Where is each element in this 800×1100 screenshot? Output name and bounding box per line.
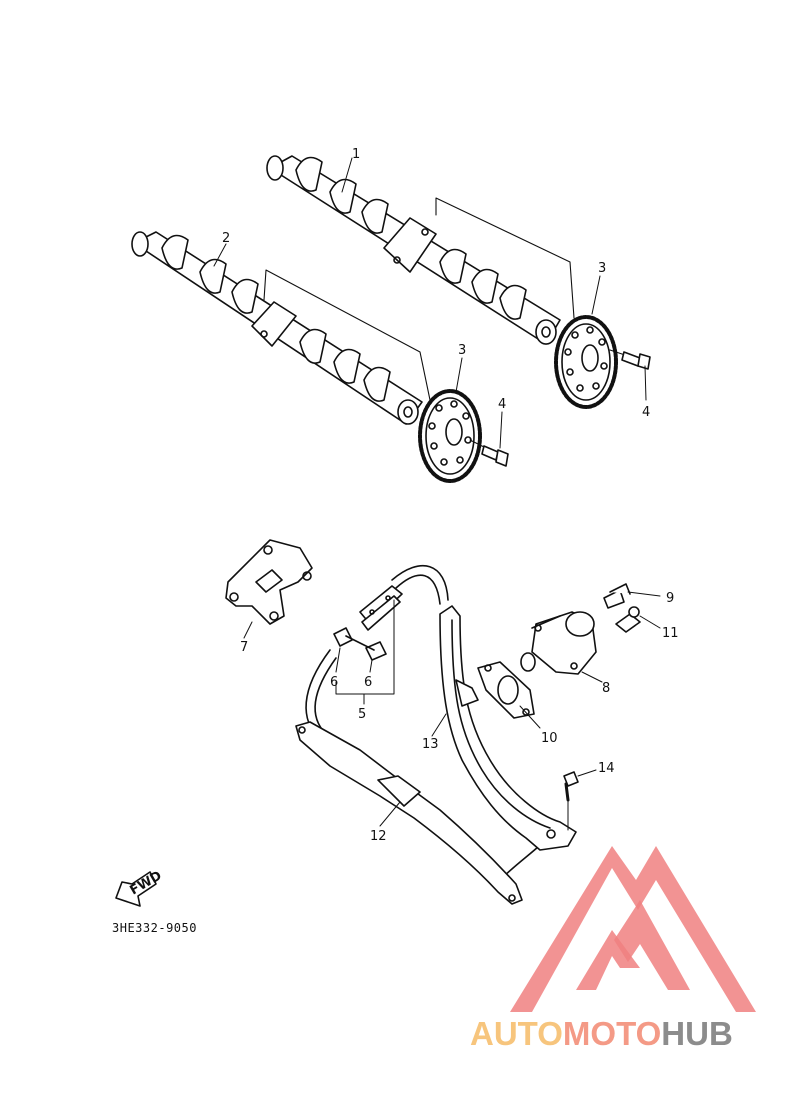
callout-10: 10 [541, 731, 558, 746]
callout-13: 13 [422, 737, 439, 752]
callout-14: 14 [598, 761, 615, 776]
brand-part-moto: MOTO [562, 1015, 662, 1052]
tensioner-8 [520, 611, 597, 675]
fwd-arrow-icon [115, 871, 157, 907]
callout-4-upper: 4 [642, 405, 650, 420]
watermark-brand: AUTOMOTOHUB [470, 1015, 733, 1053]
callout-6-right: 6 [364, 675, 372, 690]
callout-8: 8 [602, 681, 610, 696]
bolt-14 [563, 769, 597, 831]
sprocket-lower [418, 389, 482, 483]
part-code: 3HE332-9050 [112, 921, 197, 935]
callout-4-lower: 4 [498, 397, 506, 412]
chain-link-joint [333, 585, 403, 661]
gasket-10 [477, 661, 535, 719]
callout-2: 2 [222, 231, 230, 246]
fwd-label: FWD [128, 868, 165, 898]
bolt-9 [603, 583, 661, 609]
callout-1: 1 [352, 147, 360, 162]
brand-part-hub: HUB [661, 1015, 733, 1052]
bolt-lower [469, 439, 509, 467]
watermark-logo-icon [510, 846, 756, 1012]
brand-part-auto: AUTO [470, 1015, 563, 1052]
callout-9: 9 [666, 591, 674, 606]
callout-11: 11 [662, 626, 679, 641]
bolt-11 [615, 606, 661, 633]
chain-tensioner-guide-12 [295, 721, 523, 905]
callout-6-left: 6 [330, 675, 338, 690]
callout-5: 5 [358, 707, 366, 722]
callout-12: 12 [370, 829, 387, 844]
cam-chain [305, 565, 549, 881]
camshaft-2 [131, 231, 423, 425]
bolt-upper [609, 349, 651, 370]
callout-7: 7 [240, 640, 248, 655]
sprocket-upper [554, 315, 618, 409]
chain-guide-13 [439, 605, 577, 851]
callout-3-lower: 3 [458, 343, 466, 358]
camshaft-1 [266, 155, 561, 345]
callout-3-upper: 3 [598, 261, 606, 276]
chain-guide-top [225, 539, 313, 625]
